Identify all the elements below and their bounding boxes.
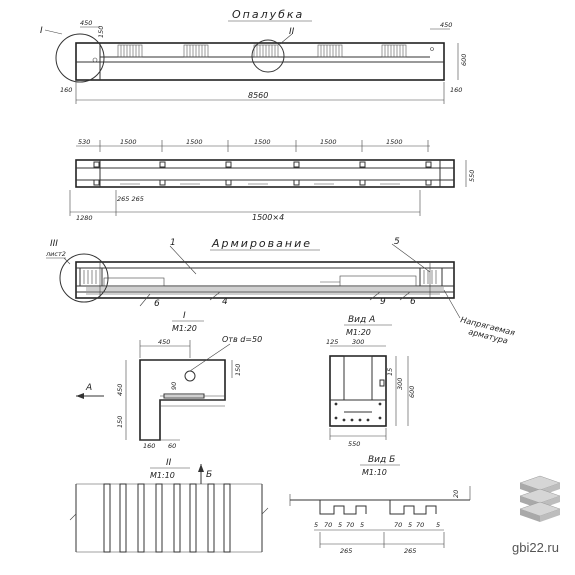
view-b-dim-3: 70 bbox=[346, 521, 354, 529]
dim-550: 550 bbox=[468, 170, 476, 182]
detail-2: II М1:10 Б bbox=[69, 458, 269, 553]
dim-265-265: 265 265 bbox=[117, 195, 144, 203]
mark-6-left: 6 bbox=[154, 299, 160, 309]
reinforcement-title: Армирование bbox=[211, 237, 312, 250]
callout-circle-3 bbox=[59, 253, 109, 303]
view-a-bars bbox=[334, 402, 382, 422]
hole-note: Отв d=50 bbox=[222, 335, 262, 344]
dim-450-right: 450 bbox=[440, 21, 452, 29]
dim-150: 150 bbox=[97, 26, 105, 38]
plan-stiffeners bbox=[93, 161, 432, 186]
callout-circle-1 bbox=[55, 33, 105, 83]
dim-total-length: 8560 bbox=[248, 91, 268, 100]
callout-label-1: I bbox=[40, 26, 43, 36]
view-b-dim-8: 5 bbox=[436, 521, 440, 529]
watermark-text: gbi22.ru bbox=[512, 540, 559, 555]
view-b-dim-5: 70 bbox=[394, 521, 402, 529]
dim-530: 530 bbox=[78, 138, 90, 146]
view-a-dim-600: 600 bbox=[408, 386, 416, 398]
view-a: Вид А М1:20 125 300 300 600 15 550 bbox=[326, 315, 416, 448]
dim-1500-4: 1500 bbox=[320, 138, 337, 146]
plan-view: 530 1500 1500 1500 1500 1500 550 265 265… bbox=[69, 138, 476, 222]
view-b-dim-20: 20 bbox=[452, 490, 460, 498]
detail-1-dim-450: 450 bbox=[158, 338, 170, 346]
detail-1-dim-150-top: 150 bbox=[234, 364, 242, 376]
mark-4: 4 bbox=[222, 297, 228, 307]
detail-1: I М1:20 Отв d=50 450 150 450 150 90 160 … bbox=[76, 311, 262, 450]
view-a-dim-300-side: 300 bbox=[396, 378, 404, 390]
detail-2-label: II bbox=[166, 458, 172, 468]
dim-1500-1: 1500 bbox=[120, 138, 137, 146]
view-b-label: Вид Б bbox=[368, 455, 395, 465]
hole-d50 bbox=[184, 370, 196, 382]
callout-label-2: II bbox=[289, 27, 295, 37]
stiffener-hatching bbox=[117, 44, 407, 58]
dim-1500-3: 1500 bbox=[254, 138, 271, 146]
watermark-logo bbox=[519, 475, 561, 522]
dim-1500-2: 1500 bbox=[186, 138, 203, 146]
detail-1-scale: М1:20 bbox=[172, 324, 197, 333]
mark-1: 1 bbox=[170, 238, 176, 248]
dim-450-left: 450 bbox=[80, 19, 92, 27]
view-b-dim-265-a: 265 bbox=[340, 547, 352, 555]
view-b-dim-7: 70 bbox=[416, 521, 424, 529]
detail-1-dim-60: 60 bbox=[168, 442, 176, 450]
detail-1-dim-160: 160 bbox=[143, 442, 155, 450]
view-b-dim-6: 5 bbox=[408, 521, 412, 529]
detail-1-dim-90: 90 bbox=[170, 382, 178, 390]
callout-sheet-ref: лист2 bbox=[45, 250, 66, 258]
callout-label-3: III bbox=[50, 239, 58, 249]
reinforcement-section: Армирование III лист2 1 5 6 bbox=[45, 237, 516, 346]
view-a-dim-125: 125 bbox=[326, 338, 338, 346]
detail-2-scale: М1:10 bbox=[150, 471, 175, 480]
view-a-dim-550: 550 bbox=[348, 440, 360, 448]
view-b-dim-0: 5 bbox=[314, 521, 318, 529]
view-arrow-a: А bbox=[85, 383, 92, 393]
view-b-dim-2: 5 bbox=[338, 521, 342, 529]
dim-600: 600 bbox=[460, 54, 468, 66]
detail-1-dim-150-side: 150 bbox=[116, 416, 124, 428]
formwork-title: Опалубка bbox=[232, 8, 304, 21]
dim-1500x4: 1500×4 bbox=[252, 213, 284, 222]
view-b-scale: М1:10 bbox=[362, 468, 387, 477]
mark-9: 9 bbox=[380, 297, 386, 307]
view-a-scale: М1:20 bbox=[346, 328, 371, 337]
dim-1500-5: 1500 bbox=[386, 138, 403, 146]
formwork-section: Опалубка bbox=[40, 8, 468, 104]
mark-6-right: 6 bbox=[410, 297, 416, 307]
dim-1280: 1280 bbox=[76, 214, 93, 222]
callout-circle-2 bbox=[251, 39, 285, 73]
mark-5: 5 bbox=[394, 237, 400, 247]
view-a-dim-15: 15 bbox=[386, 368, 394, 376]
detail-1-label: I bbox=[183, 311, 186, 321]
view-a-dim-300: 300 bbox=[352, 338, 364, 346]
dim-160-right: 160 bbox=[450, 86, 462, 94]
view-b-dim-1: 70 bbox=[324, 521, 332, 529]
detail-2-stiffeners bbox=[103, 483, 231, 553]
view-b-dim-265-b: 265 bbox=[404, 547, 416, 555]
view-b-dim-4: 5 bbox=[360, 521, 364, 529]
dim-160-left: 160 bbox=[60, 86, 72, 94]
view-b: Вид Б М1:10 20 5 70 5 70 5 70 5 70 5 265… bbox=[289, 455, 471, 555]
view-a-label: Вид А bbox=[348, 315, 375, 325]
detail-1-dim-450-side: 450 bbox=[116, 384, 124, 396]
view-arrow-b: Б bbox=[206, 470, 212, 480]
